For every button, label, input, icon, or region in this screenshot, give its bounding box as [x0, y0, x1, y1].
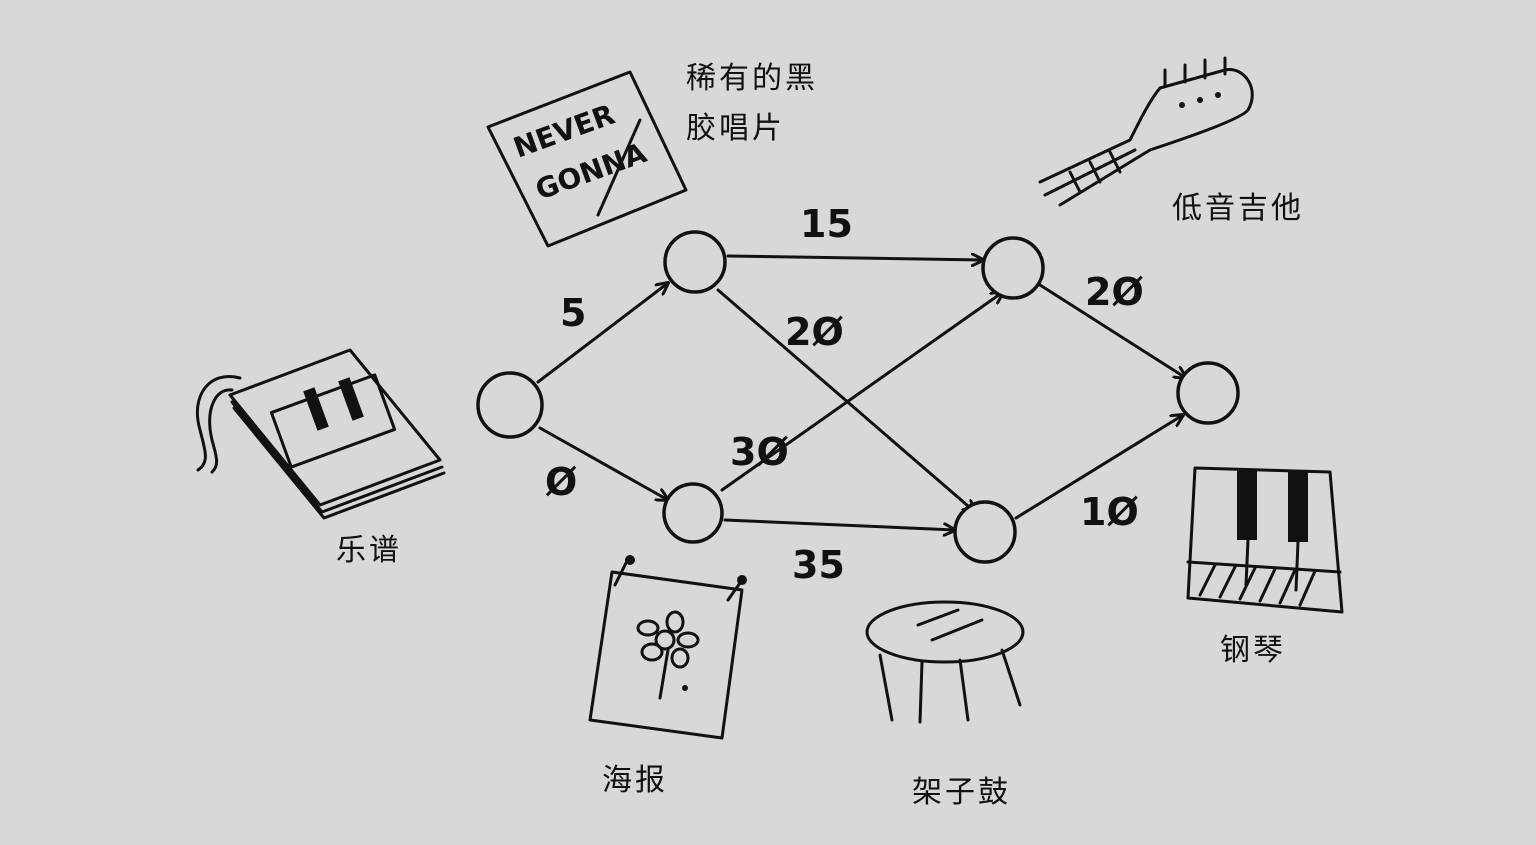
rare-lp-illustration: NEVER GONNA: [486, 70, 688, 248]
label-piano: 钢琴: [1220, 633, 1286, 668]
edge-drum-to-piano: [1014, 415, 1183, 520]
piano-illustration: [1186, 466, 1344, 614]
weight-poster-drum: 35: [792, 543, 845, 587]
drum-set-illustration: [865, 600, 1025, 724]
node-poster: [662, 482, 724, 544]
edge-poster-to-drum: [723, 518, 955, 530]
node-sheet-music: [476, 371, 544, 439]
label-rare-lp-line1: 稀有的黑: [686, 61, 818, 96]
label-sheet-music: 乐谱: [336, 533, 402, 568]
label-bass-guitar: 低音吉他: [1172, 191, 1304, 226]
weight-lp-bass: 15: [800, 202, 853, 246]
bass-guitar-illustration: [1038, 56, 1254, 207]
weight-drum-piano: 1Ø: [1080, 490, 1139, 534]
edge-poster-to-bass: [720, 292, 1003, 492]
edge-weights: 5 Ø 15 2Ø 3Ø 35 2Ø 1Ø: [545, 202, 1144, 587]
edge-bass-to-piano: [1038, 283, 1186, 378]
edge-sheet-music-to-rare-lp: [536, 283, 668, 384]
node-piano: [1176, 361, 1240, 425]
label-drum-set: 架子鼓: [912, 775, 1011, 810]
edges: [536, 256, 1186, 530]
weight-bass-piano: 2Ø: [1085, 270, 1144, 314]
edge-rare-lp-to-bass: [726, 256, 983, 260]
sheet-music-illustration: [195, 348, 446, 520]
label-rare-lp-line2: 胶唱片: [686, 111, 785, 146]
weight-lp-drum: 2Ø: [785, 310, 844, 354]
poster-illustration: [588, 555, 747, 740]
weight-sheet-lp: 5: [560, 291, 586, 335]
label-poster: 海报: [602, 763, 668, 798]
node-drum-set: [953, 500, 1017, 564]
nodes: [476, 230, 1240, 564]
weight-sheet-poster: Ø: [545, 460, 577, 504]
node-rare-lp: [663, 230, 727, 294]
node-bass-guitar: [981, 236, 1045, 300]
weight-poster-bass: 3Ø: [730, 430, 789, 474]
edge-sheet-music-to-poster: [538, 426, 668, 500]
